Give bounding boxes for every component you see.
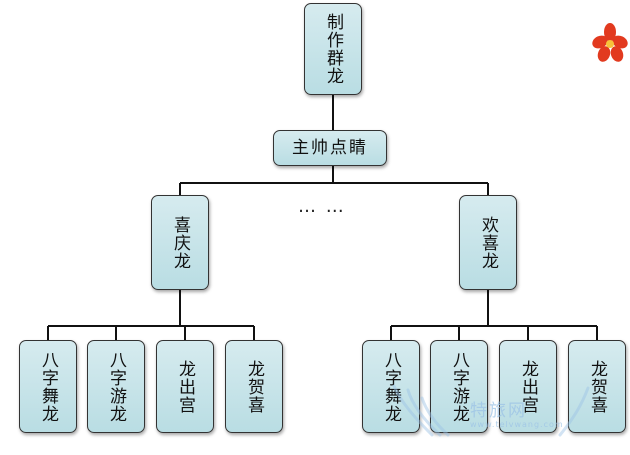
- leaf-right-2: 八字游龙: [430, 340, 488, 433]
- leaf-left-1: 八字舞龙: [19, 340, 77, 433]
- node-level1: 主帅点睛: [273, 130, 387, 166]
- leaf-right-4: 龙贺喜: [568, 340, 626, 433]
- node-root: 制作群龙: [304, 3, 362, 95]
- leaf-left-2: 八字游龙: [87, 340, 145, 433]
- watermark-url: www.telvwang.com: [470, 420, 564, 429]
- leaf-left-3: 龙出宫: [156, 340, 214, 433]
- node-branch-left: 喜庆龙: [151, 195, 209, 290]
- flower-icon: [592, 23, 628, 62]
- leaf-right-1: 八字舞龙: [362, 340, 420, 433]
- watermark-wings-icon: [392, 384, 590, 437]
- node-branch-right: 欢喜龙: [459, 195, 517, 290]
- ellipsis-text: … …: [298, 196, 346, 217]
- leaf-left-4: 龙贺喜: [225, 340, 283, 433]
- watermark-text: 特旅网: [470, 401, 527, 421]
- leaf-right-3: 龙出宫: [499, 340, 557, 433]
